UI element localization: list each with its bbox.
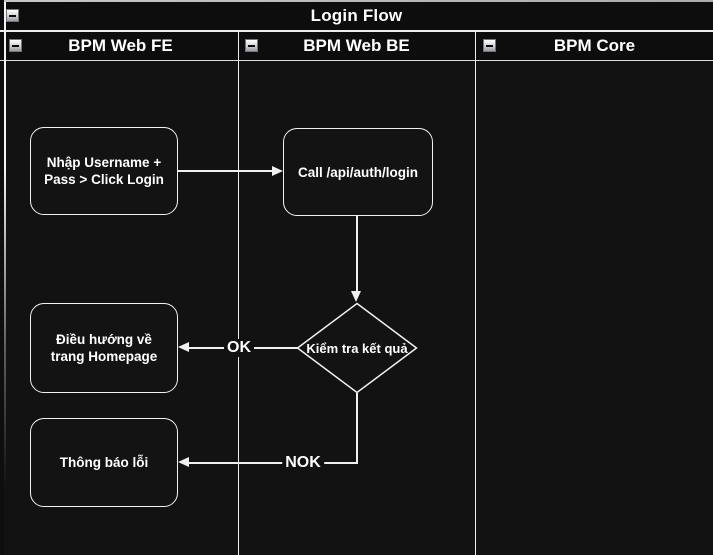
node-error-notice[interactable]: Thông báo lỗi (30, 418, 178, 507)
arrowhead-left-icon (178, 342, 189, 353)
node-call-api[interactable]: Call /api/auth/login (283, 128, 433, 216)
lane-header-bpm-core[interactable]: BPM Core (476, 32, 713, 60)
edge-input-to-call (178, 170, 273, 172)
pool-title-separator (0, 30, 713, 32)
lane-header-row (0, 31, 713, 60)
edge-check-to-error-horizontal (189, 462, 358, 464)
minus-icon (9, 14, 16, 17)
edge-check-to-error-vertical (356, 393, 358, 464)
node-input-login[interactable]: Nhập Username + Pass > Click Login (30, 127, 178, 215)
lane-header-separator (0, 59, 713, 61)
lane-label: BPM Web BE (303, 35, 410, 55)
lane-label: BPM Core (553, 35, 636, 55)
node-redirect-home[interactable]: Điều hướng về trang Homepage (30, 303, 178, 393)
edge-label-ok: OK (224, 339, 254, 357)
lane-header-bpm-web-be[interactable]: BPM Web BE (239, 32, 474, 60)
lane-divider-1 (237, 31, 239, 555)
node-check-result-shape[interactable] (296, 302, 418, 394)
node-label: Thông báo lỗi (59, 455, 149, 470)
pool-top-border (0, 0, 713, 2)
node-label: Kiểm tra kết quả (306, 340, 408, 356)
lane2-collapse-button[interactable] (245, 39, 258, 52)
node-label: Call /api/auth/login (297, 164, 418, 180)
node-label: Nhập Username + Pass > Click Login (44, 155, 164, 187)
lane3-collapse-button[interactable] (483, 39, 496, 52)
node-label: Điều hướng về trang Homepage (50, 332, 158, 364)
minus-icon (12, 44, 19, 47)
arrowhead-down-icon (351, 291, 362, 302)
canvas-margin (0, 0, 4, 555)
minus-icon (486, 44, 493, 47)
lane-header-bpm-web-fe[interactable]: BPM Web FE (4, 32, 237, 60)
node-check-result[interactable]: Kiểm tra kết quả (299, 303, 415, 393)
pool-left-border (4, 2, 6, 555)
pool-title-bar: Login Flow (0, 2, 713, 30)
lane1-collapse-button[interactable] (9, 39, 22, 52)
lane-label: BPM Web FE (68, 35, 173, 55)
arrowhead-left-icon (178, 457, 189, 468)
pool-collapse-button[interactable] (6, 9, 19, 22)
pool-title: Login Flow (310, 6, 403, 25)
lane-divider-2 (474, 31, 476, 555)
arrowhead-right-icon (272, 165, 283, 176)
edge-label-nok: NOK (282, 454, 324, 472)
edge-call-to-check (356, 216, 358, 292)
minus-icon (248, 44, 255, 47)
